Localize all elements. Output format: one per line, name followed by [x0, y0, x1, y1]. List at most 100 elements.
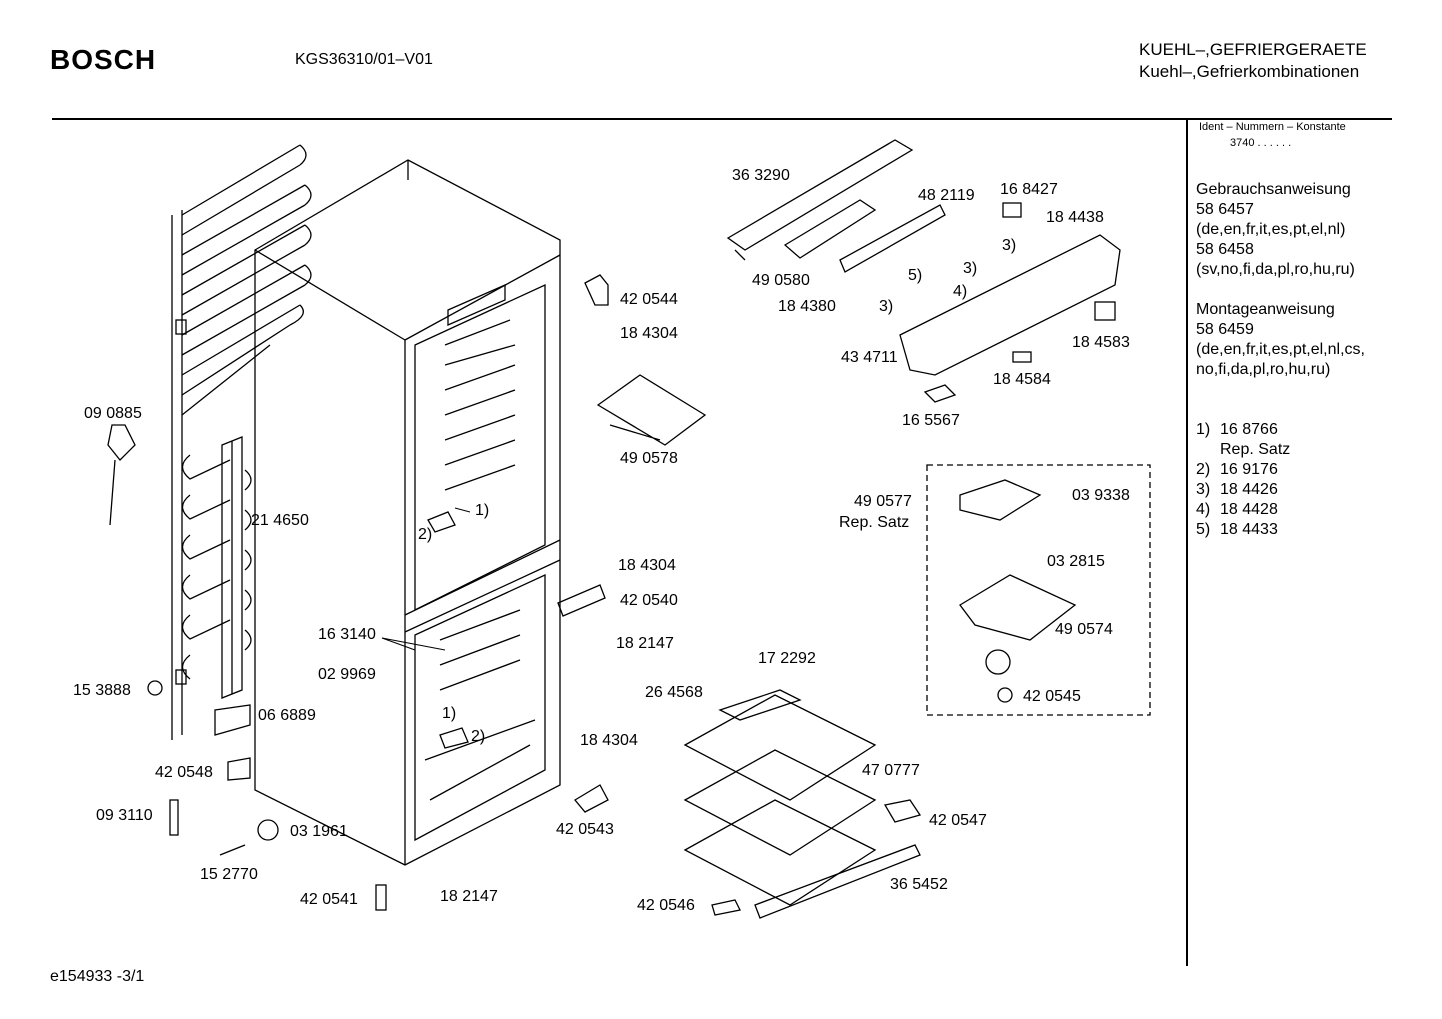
install-manual-block: Montageanweisung 58 6459 (de,en,fr,it,es… — [1196, 300, 1365, 380]
footnote-item: 2) 16 9176 — [1196, 460, 1290, 480]
leader-lines — [381, 507, 471, 651]
part-153888 — [147, 680, 163, 696]
category-title: KUEHL–,GEFRIERGERAETE — [1139, 40, 1367, 59]
part-label: 36 3290 — [732, 167, 790, 184]
ident-title: Ident – Nummern – Konstante — [1199, 121, 1346, 133]
part-label: 49 0577 — [854, 493, 912, 510]
top-cover-363290 — [726, 139, 914, 261]
install-manual-number: 58 6459 — [1196, 321, 1254, 338]
part-label: 16 3140 — [318, 626, 376, 643]
part-093110 — [169, 799, 179, 836]
footnote-marker: 5) — [908, 267, 922, 284]
footnote-item: 1) 16 8766 — [1196, 420, 1290, 440]
part-label: 42 0548 — [155, 764, 213, 781]
part-label: 03 2815 — [1047, 553, 1105, 570]
footnote-key: 5) — [1196, 521, 1211, 538]
part-420546 — [711, 899, 741, 916]
footnote-marker: 3) — [963, 260, 977, 277]
sidebar-divider — [1186, 118, 1188, 966]
ident-value: 3740 . . . . . . — [1230, 137, 1292, 149]
footnote-marker: 3) — [1002, 237, 1016, 254]
part-label: 18 4584 — [993, 371, 1051, 388]
footnote-marker: 1) — [442, 705, 456, 722]
user-manual-block: Gebrauchsanweisung 58 6457 (de,en,fr,it,… — [1196, 180, 1355, 280]
part-label: 48 2119 — [918, 187, 975, 204]
footnote-item: 3) 18 4426 — [1196, 480, 1290, 500]
part-label: Rep. Satz — [839, 514, 909, 531]
footnote-value: 16 8766 — [1220, 421, 1278, 438]
part-label: 42 0544 — [620, 291, 678, 308]
install-manual-languages: no,fi,da,pl,ro,hu,ru) — [1196, 361, 1331, 378]
cabinet — [254, 159, 561, 866]
part-label: 18 4583 — [1072, 334, 1130, 351]
clip-184584 — [1012, 351, 1032, 363]
footnote-item: Rep. Satz — [1196, 440, 1290, 460]
footnote-marker: 1) — [475, 502, 489, 519]
part-420547 — [883, 799, 922, 823]
part-label: 02 9969 — [318, 666, 376, 683]
footnote-key: 4) — [1196, 501, 1211, 518]
part-label: 42 0541 — [300, 891, 358, 908]
install-manual-languages: (de,en,fr,it,es,pt,el,nl,cs, — [1196, 341, 1365, 358]
part-label: 03 9338 — [1072, 487, 1130, 504]
footnote-marker: 4) — [953, 283, 967, 300]
lamp-set-box — [926, 464, 1151, 716]
brand-logo: BOSCH — [50, 44, 157, 75]
part-label: 18 4304 — [618, 557, 676, 574]
clip-165567 — [923, 384, 957, 403]
install-manual-title: Montageanweisung — [1196, 301, 1335, 318]
hinge-middle — [557, 584, 606, 617]
footnote-value: Rep. Satz — [1220, 441, 1291, 458]
evaporator-shelves — [683, 689, 921, 919]
footnote-marker: 3) — [879, 298, 893, 315]
user-manual-number: 58 6457 — [1196, 201, 1254, 218]
part-152770 — [219, 844, 246, 856]
part-label: 42 0547 — [929, 812, 987, 829]
part-label: 09 0885 — [84, 405, 142, 422]
part-420548 — [227, 757, 251, 781]
footnote-marker: 2) — [471, 728, 485, 745]
footnote-list: 1)16 8766 Rep. Satz 2)16 9176 3)18 4426 … — [1196, 420, 1290, 540]
category-subtitle: Kuehl–,Gefrierkombinationen — [1139, 62, 1360, 81]
part-label: 42 0543 — [556, 821, 614, 838]
part-label: 42 0545 — [1023, 688, 1081, 705]
part-label: 18 2147 — [616, 635, 674, 652]
footnote-marker: 2) — [418, 526, 432, 543]
condenser-bracket — [221, 436, 243, 699]
handle-434711 — [899, 234, 1121, 376]
hinge-top — [584, 274, 609, 306]
footnote-item: 4)18 4428 — [1196, 500, 1290, 520]
part-label: 49 0580 — [752, 272, 810, 289]
lamp-cover-left-2 — [439, 727, 469, 749]
exploded-parts-diagram: 36 3290 48 2119 16 8427 18 4438 49 0580 … — [73, 139, 1151, 919]
lamp-shade-490574 — [959, 574, 1077, 641]
lamp-disc — [985, 649, 1011, 675]
part-label: 15 2770 — [200, 866, 258, 883]
control-panel-490580 — [783, 199, 877, 259]
footnote-value: 16 9176 — [1220, 461, 1278, 478]
part-label: 49 0574 — [1055, 621, 1113, 638]
part-label: 16 8427 — [1000, 181, 1058, 198]
footnote-key: 2) — [1196, 461, 1211, 478]
user-manual-title: Gebrauchsanweisung — [1196, 181, 1351, 198]
footnote-item: 5) 18 4433 — [1196, 520, 1290, 540]
footnote-key: 1) — [1196, 421, 1211, 438]
part-label: 43 4711 — [841, 349, 898, 366]
plug-090885 — [107, 424, 136, 526]
part-label: 18 2147 — [440, 888, 498, 905]
part-label: 18 4304 — [580, 732, 638, 749]
part-label: 17 2292 — [758, 650, 816, 667]
footnote-value: 18 4426 — [1220, 481, 1278, 498]
part-031961 — [257, 819, 279, 841]
part-label: 49 0578 — [620, 450, 678, 467]
part-label: 18 4380 — [778, 298, 836, 315]
part-label: 18 4304 — [620, 325, 678, 342]
user-manual-languages: (de,en,fr,it,es,pt,el,nl) — [1196, 221, 1346, 238]
part-labels: 36 3290 48 2119 16 8427 18 4438 49 0580 … — [73, 167, 1130, 914]
part-label: 26 4568 — [645, 684, 703, 701]
footnote-key: 3) — [1196, 481, 1211, 498]
part-420541 — [375, 884, 387, 911]
footnote-value: 18 4433 — [1220, 521, 1278, 538]
part-label: 03 1961 — [290, 823, 348, 840]
part-label: 18 4438 — [1046, 209, 1104, 226]
